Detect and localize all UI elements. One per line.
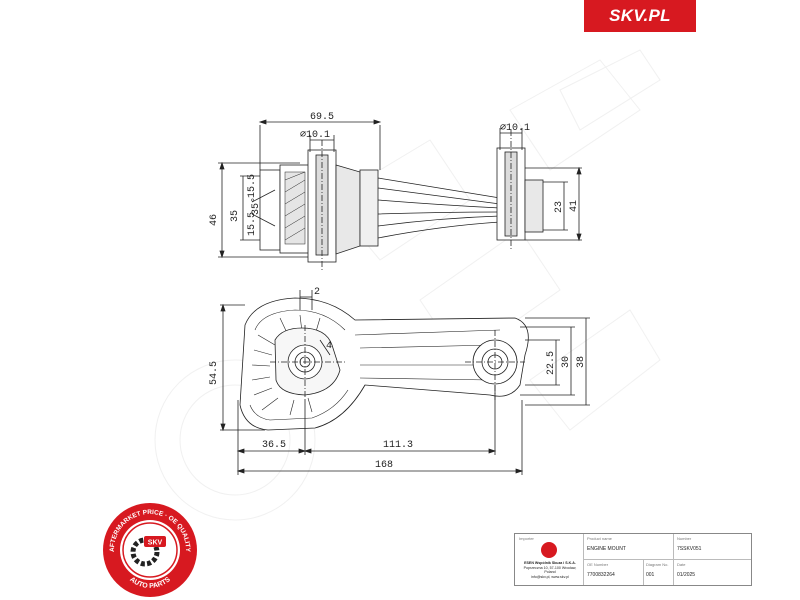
importer-line-3: info@skv.pl, www.skv.pl xyxy=(531,574,569,579)
dim-dia-10-1-right: ⌀10.1 xyxy=(500,123,530,134)
dim-23: 23 xyxy=(554,201,565,213)
top-view xyxy=(218,119,582,272)
dim-168: 168 xyxy=(375,460,393,471)
top-view-dims: 69.5 ⌀10.1 ⌀10.1 46 35 35° 15.5 15.5 23 … xyxy=(209,112,580,236)
brand-label: SKV.PL xyxy=(609,6,671,25)
number: 7SSKV051 xyxy=(677,546,702,552)
dim-2: 2 xyxy=(314,287,320,298)
gear-icon xyxy=(130,537,160,567)
dim-35-deg: 35° xyxy=(250,197,262,215)
oe-label: OE Number xyxy=(587,562,609,567)
dim-54-5: 54.5 xyxy=(209,361,220,385)
brand-tag: SKV.PL xyxy=(584,0,696,32)
title-block: Importer ESEN Wspólnik Skuza i S.K.A. Po… xyxy=(514,533,752,586)
date: 01/2025 xyxy=(677,572,696,578)
watermark xyxy=(154,49,661,521)
dim-15-5-top: 15.5 xyxy=(247,174,258,198)
seal-center-label: SKV xyxy=(148,540,163,547)
dim-15-5-bottom: 15.5 xyxy=(247,212,258,236)
diagram-no: 001 xyxy=(646,572,655,578)
importer-label: Importer xyxy=(519,536,534,541)
oe-number: 7700832264 xyxy=(587,572,615,578)
importer-line-2: Poprzeczna 10, 57-100 Wrocław, Poland xyxy=(523,565,577,575)
dim-69-5: 69.5 xyxy=(310,112,334,123)
dim-111-3: 111.3 xyxy=(383,440,413,451)
product-name: ENGINE MOUNT xyxy=(587,546,626,552)
product-name-label: Product name xyxy=(587,536,612,541)
dim-38: 38 xyxy=(576,356,587,368)
bottom-view xyxy=(220,290,590,475)
quality-seal: AFTERMARKET PRICE · OE QUALITY AUTO PART… xyxy=(103,503,197,597)
dim-30: 30 xyxy=(561,356,572,368)
number-label: Number xyxy=(677,536,692,541)
dim-35: 35 xyxy=(230,210,241,222)
dim-41: 41 xyxy=(569,200,580,212)
dim-36-5: 36.5 xyxy=(262,440,286,451)
importer-text: ESEN Wspólnik Skuza i S.K.A. Poprzeczna … xyxy=(518,561,582,579)
importer-line-1: ESEN Wspólnik Skuza i S.K.A. xyxy=(524,561,576,565)
date-label: Date xyxy=(677,562,686,567)
dim-46: 46 xyxy=(209,214,220,226)
dim-22-5: 22.5 xyxy=(546,351,557,375)
importer-logo xyxy=(541,542,557,558)
dim-4: 4 xyxy=(326,341,332,352)
dim-dia-10-1-left: ⌀10.1 xyxy=(300,130,330,141)
bottom-view-dims: 2 4 54.5 22.5 30 38 36.5 111.3 168 xyxy=(209,287,587,471)
diagram-label: Diagram No. xyxy=(646,562,669,567)
